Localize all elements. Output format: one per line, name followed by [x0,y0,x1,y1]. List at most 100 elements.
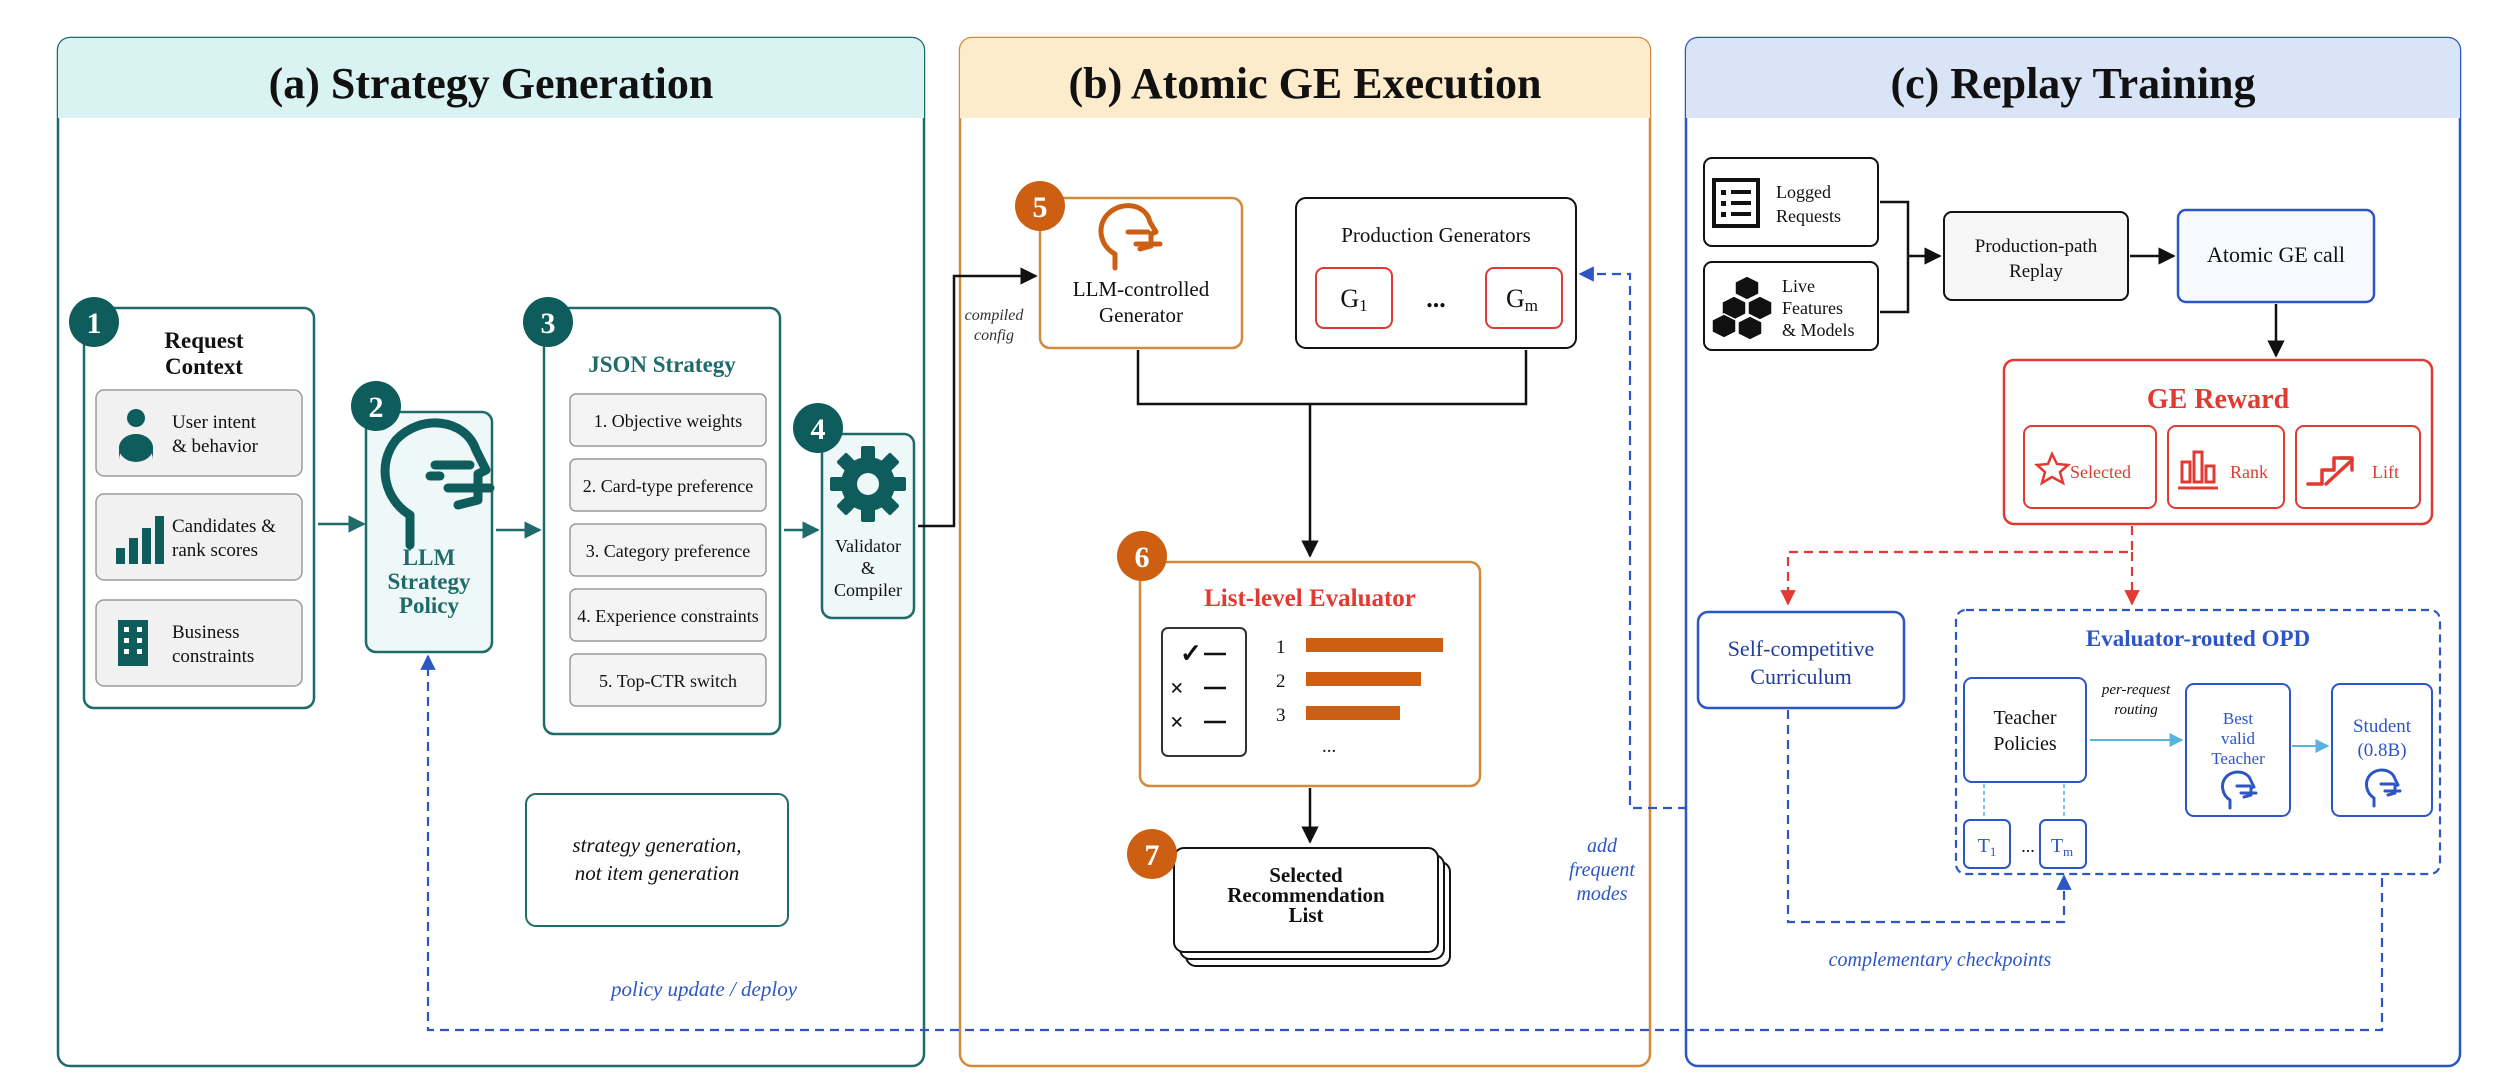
generator-line2: Generator [1099,303,1183,327]
gm-label: G [1506,284,1525,313]
best-line3: Teacher [2211,749,2265,768]
reward-lift-label: Lift [2372,462,2399,482]
step-badge-1: 1 [69,297,119,347]
t1-label: T [1978,835,1990,857]
step-badge-5: 5 [1015,181,1065,231]
teacher-t1-box [1963,819,2011,869]
tm-label: T [2051,835,2063,857]
rank-bars-icon [2178,450,2218,490]
svg-text:7: 7 [1145,839,1160,872]
t1-subscript: 1 [1990,844,1997,859]
building-icon [118,620,148,666]
gm-subscript: m [1525,296,1538,315]
llm-strategy-policy-box: LLM Strategy Policy [364,410,495,654]
production-replay-box: Production-path Replay [1943,211,2129,301]
evaluator-title: List-level Evaluator [1204,585,1416,612]
add-frequent-1: add [1587,835,1618,857]
ge-reward-box: GE Reward Selected Rank Lift [2002,358,2434,526]
step-badge-3: 3 [523,297,573,347]
json-item: 4. Experience constraints [577,606,758,626]
policy-line3: Policy [399,593,460,618]
check-mark-2: × [1170,676,1184,702]
evaluator-routed-opd-box: Evaluator-routed OPD Teacher Policies T1… [1954,608,2442,876]
user-intent-line1: User intent [172,412,257,433]
routing-line1: per-request [2101,682,2171,698]
student-box [2331,683,2433,817]
policy-line1: LLM [403,545,456,570]
list-icon [1712,178,1760,228]
candidates-card [95,493,303,581]
cubes-icon [1711,275,1773,341]
student-line1: Student [2353,716,2412,737]
svg-text:6: 6 [1135,541,1150,574]
teacher-line2: Policies [1993,733,2057,755]
reward-rank-label: Rank [2230,462,2268,482]
generator-line1: LLM-controlled [1073,277,1210,301]
svg-text:Tm: Tm [2051,835,2073,859]
svg-text:2: 2 [369,391,384,424]
production-title: Production Generators [1341,223,1531,247]
step-badge-7: 7 [1127,829,1177,879]
json-strategy-title: JSON Strategy [588,352,736,377]
student-line2: (0.8B) [2357,740,2406,761]
note-line2: not item generation [575,861,739,885]
complementary-label: complementary checkpoints [1829,949,2052,971]
checklist-card [1161,627,1247,757]
check-mark-3: × [1170,710,1184,736]
logged-requests-box: Logged Requests [1703,157,1879,247]
selected-line1: Selected [1269,863,1343,887]
tm-subscript: m [2063,844,2073,859]
request-context-box: Request Context User intent & behavior C… [82,306,316,710]
request-context-title-1: Request [164,328,244,353]
bar-chart-icon [116,516,164,564]
live-features-box: Live Features & Models [1703,261,1879,351]
head-icon [2221,770,2258,810]
curriculum-line2: Curriculum [1750,664,1851,689]
add-frequent-2: frequent [1569,859,1635,881]
self-competitive-curriculum-box: Self-competitive Curriculum [1696,610,1906,710]
generator-gm [1485,267,1563,329]
live-line1: Live [1782,276,1815,296]
head-icon [380,418,495,550]
user-icon [119,409,153,462]
curriculum-line1: Self-competitive [1728,636,1875,661]
json-item: 3. Category preference [586,541,750,561]
generator-g1 [1315,267,1393,329]
live-line2: Features [1782,298,1843,318]
svg-text:1: 1 [87,307,102,340]
policy-update-label: policy update / deploy [609,977,798,1001]
replay-line1: Production-path [1975,236,2098,257]
reward-to-curriculum [1780,526,2134,606]
user-intent-line2: & behavior [172,436,259,457]
best-line1: Best [2223,709,2254,728]
opd-title: Evaluator-routed OPD [2086,626,2310,651]
panel-b-title: (b) Atomic GE Execution [1069,59,1542,108]
selected-line3: List [1288,903,1323,927]
json-strategy-box: JSON Strategy 1. Objective weights 2. Ca… [542,306,782,736]
json-item: 1. Objective weights [594,411,742,431]
request-context-title-2: Context [165,354,243,379]
evaluator-more: ... [1322,736,1336,757]
json-item: 5. Top-CTR switch [599,671,737,691]
svg-text:Gm: Gm [1506,284,1538,315]
rank-1: 1 [1276,637,1286,658]
panel-a-title: (a) Strategy Generation [269,59,714,108]
business-line1: Business [172,622,240,643]
llm-controlled-generator-box: LLM-controlled Generator [1038,196,1244,350]
user-intent-card [95,389,303,477]
score-bar [1306,706,1400,720]
score-bar [1306,672,1421,686]
teacher-tm-box [2039,819,2087,869]
panel-c-title: (c) Replay Training [1890,59,2255,108]
validator-line1: Validator [835,536,901,556]
replay-line2: Replay [2009,261,2063,282]
svg-text:G1: G1 [1340,284,1367,315]
compiled-config-1: compiled [965,307,1025,324]
score-bar [1306,638,1443,652]
arrow-complementary-checkpoints [1786,710,2072,924]
head-icon [1098,203,1163,271]
logged-line2: Requests [1776,206,1841,226]
reward-title: GE Reward [2147,384,2290,415]
business-line2: constraints [172,646,254,667]
score-bars [1306,638,1443,720]
